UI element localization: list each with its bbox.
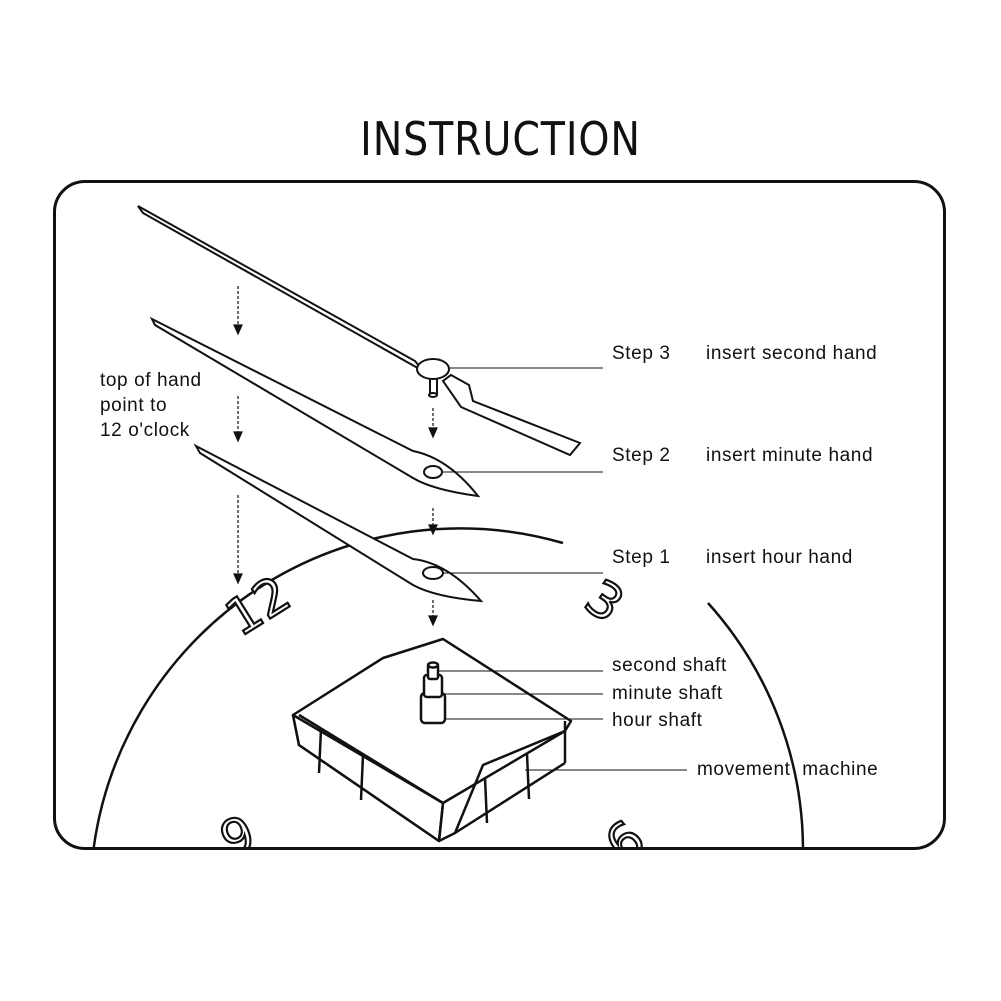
clock-face-arc-right (707, 602, 805, 847)
arrow-down-icon (428, 600, 438, 627)
step-3-label: Step 3 (612, 343, 671, 364)
instruction-panel: 12 3 9 6 (53, 180, 946, 850)
arrow-down-icon (428, 408, 438, 439)
note-line-1: top of hand (100, 370, 202, 391)
step-1-label: Step 1 (612, 547, 671, 568)
clock-face-arc (92, 527, 564, 847)
minute-hand (149, 316, 481, 498)
note-line-3: 12 o'clock (100, 420, 190, 441)
step-2-label: Step 2 (612, 445, 671, 466)
hour-hand (193, 443, 484, 603)
movement-machine-label: movement machine (697, 759, 879, 780)
arrow-down-icon (428, 508, 438, 536)
dial-number-6: 6 (594, 809, 656, 850)
dial-number-3: 3 (575, 568, 634, 634)
arrow-down-icon (233, 396, 243, 443)
minute-shaft-label: minute shaft (612, 683, 723, 704)
step-1-text: insert hour hand (706, 547, 853, 568)
dial-number-9: 9 (213, 805, 263, 850)
dial-number-12: 12 (216, 565, 301, 648)
hour-shaft-label: hour shaft (612, 710, 703, 731)
movement-machine (291, 637, 573, 843)
clock-assembly-diagram: 12 3 9 6 (92, 205, 805, 850)
note-line-2: point to (100, 395, 168, 416)
page-title: INSTRUCTION (360, 112, 641, 166)
step-3-text: insert second hand (706, 343, 878, 364)
arrow-down-icon (233, 286, 243, 336)
second-hand (137, 205, 582, 457)
step-2-text: insert minute hand (706, 445, 874, 466)
arrow-down-icon (233, 495, 243, 585)
second-shaft-label: second shaft (612, 655, 727, 676)
